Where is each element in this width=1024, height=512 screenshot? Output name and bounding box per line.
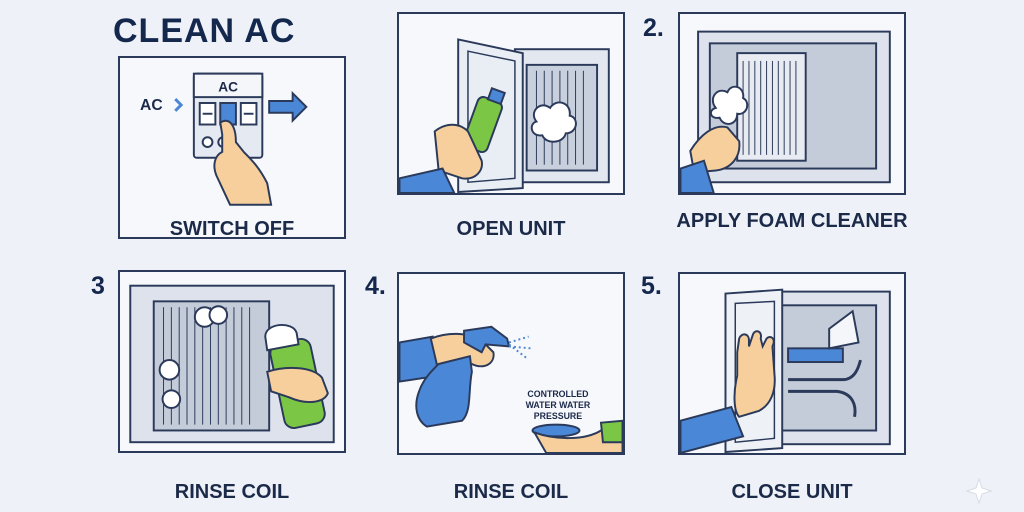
breaker-label: AC bbox=[218, 79, 238, 94]
spray-open-unit-icon bbox=[399, 38, 610, 193]
step-number-4: 4. bbox=[365, 272, 386, 300]
step-panel-open-unit bbox=[397, 12, 625, 195]
step-panel-apply-foam bbox=[678, 12, 906, 195]
close-unit-icon bbox=[680, 288, 891, 453]
page-title: CLEAN AC bbox=[113, 12, 296, 50]
pressure-label-line2: WATER WATER bbox=[526, 400, 591, 410]
step-panel-close-unit bbox=[678, 272, 906, 455]
foam-coil-icon bbox=[680, 30, 891, 193]
caption-rinse-coil-1: RINSE COIL bbox=[174, 481, 290, 503]
rinse-coil-foam-icon bbox=[129, 284, 335, 444]
pressure-label-line3: PRESSURE bbox=[534, 411, 583, 421]
caption-apply-foam: APPLY FOAM CLEANER bbox=[676, 210, 908, 232]
pressure-label: CONTROLLED bbox=[527, 389, 588, 399]
step-number-2: 2. bbox=[643, 14, 664, 42]
step-number-3: 3 bbox=[91, 272, 105, 300]
sparkle-icon bbox=[966, 478, 992, 504]
spray-bottle-icon: CONTROLLED WATER WATER PRESSURE bbox=[399, 325, 623, 453]
step-panel-switch-off: AC AC bbox=[118, 56, 346, 239]
caption-close-unit: CLOSE UNIT bbox=[731, 481, 853, 503]
pressure-label-line1: CONTROLLED bbox=[527, 389, 588, 399]
caption-open-unit: OPEN UNIT bbox=[456, 218, 566, 240]
step-panel-rinse-coil-1 bbox=[118, 270, 346, 453]
caption-switch-off: SWITCH OFF bbox=[169, 218, 295, 240]
breaker-switch-icon: AC AC bbox=[140, 72, 308, 206]
step-number-5: 5. bbox=[641, 272, 662, 300]
caption-rinse-coil-2: RINSE COIL bbox=[453, 481, 569, 503]
step-panel-rinse-coil-2: CONTROLLED WATER WATER PRESSURE bbox=[397, 272, 625, 455]
side-label: AC bbox=[140, 97, 163, 114]
